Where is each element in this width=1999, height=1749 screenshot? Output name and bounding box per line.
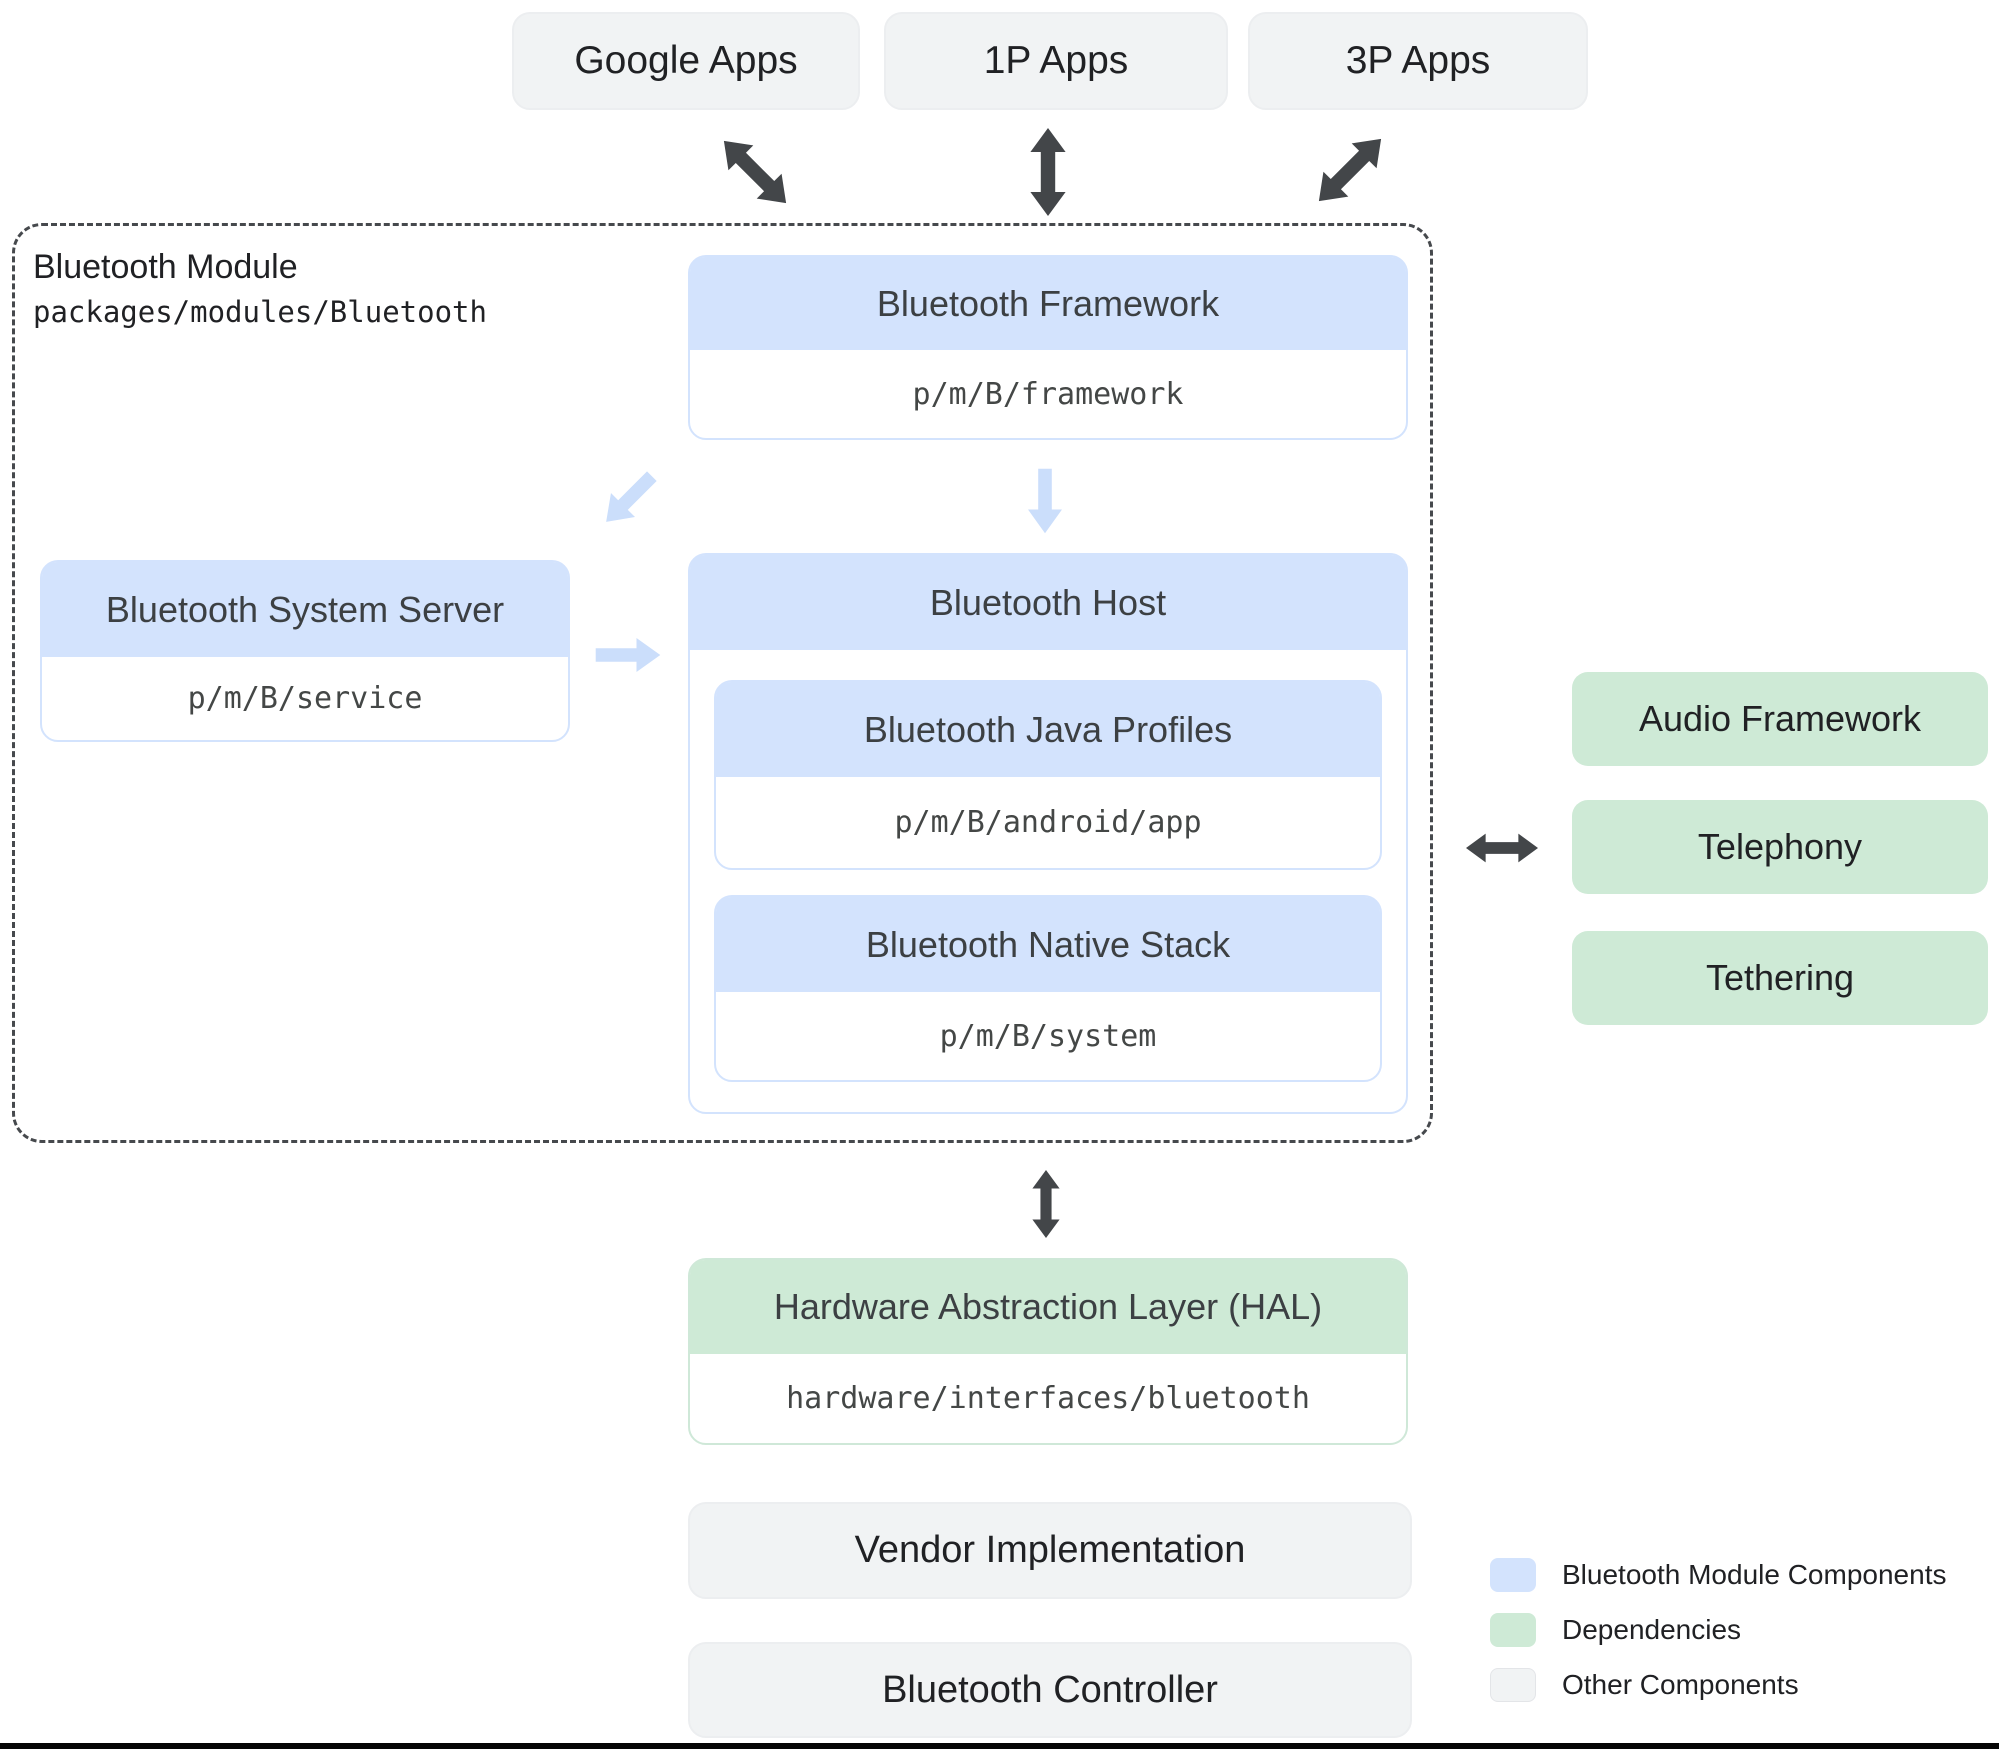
- bluetooth-module-heading: Bluetooth Module packages/modules/Blueto…: [33, 246, 487, 329]
- bluetooth-framework-path: p/m/B/framework: [912, 376, 1184, 412]
- bluetooth-host-box: Bluetooth Host Bluetooth Java Profiles p…: [688, 553, 1408, 1114]
- dep-box-telephony: Telephony: [1572, 800, 1988, 894]
- dep-box-tethering-label: Tethering: [1705, 957, 1855, 998]
- bluetooth-system-server-title: Bluetooth System Server: [42, 562, 568, 657]
- app-box-3p-apps: 3P Apps: [1248, 12, 1588, 110]
- legend-item-module-components: Bluetooth Module Components: [1490, 1558, 1946, 1592]
- legend-label-module-components: Bluetooth Module Components: [1562, 1559, 1947, 1590]
- vendor-implementation-label: Vendor Implementation: [854, 1529, 1246, 1571]
- 1p-apps-module-arrow-icon: [1030, 128, 1066, 216]
- bluetooth-native-stack-title: Bluetooth Native Stack: [716, 897, 1380, 992]
- bluetooth-framework-title: Bluetooth Framework: [690, 257, 1406, 350]
- bluetooth-system-server-box: Bluetooth System Server p/m/B/service: [40, 560, 570, 742]
- dep-box-audio-framework: Audio Framework: [1572, 672, 1988, 766]
- bluetooth-native-stack-path: p/m/B/system: [939, 1018, 1157, 1054]
- dep-box-tethering: Tethering: [1572, 931, 1988, 1025]
- dep-box-telephony-label: Telephony: [1697, 826, 1863, 867]
- legend-item-other-components: Other Components: [1490, 1668, 1799, 1702]
- bluetooth-java-profiles-path: p/m/B/android/app: [894, 805, 1202, 840]
- legend-swatch-module-components: [1490, 1558, 1536, 1592]
- bluetooth-controller-label: Bluetooth Controller: [882, 1668, 1218, 1711]
- bluetooth-module-path: packages/modules/Bluetooth: [33, 294, 487, 329]
- legend-item-dependencies: Dependencies: [1490, 1613, 1741, 1647]
- bottom-edge-bar: [0, 1743, 1999, 1749]
- legend-label-other-components: Other Components: [1562, 1669, 1799, 1700]
- 3p-apps-module-arrow-icon: [1306, 126, 1394, 214]
- system-server-to-host-arrow-icon: [592, 638, 664, 672]
- module-dependencies-arrow-icon: [1466, 831, 1538, 865]
- module-hal-arrow-icon: [1029, 1170, 1063, 1238]
- framework-to-host-arrow-icon: [1028, 465, 1062, 537]
- legend-swatch-dependencies: [1490, 1613, 1536, 1647]
- app-box-1p-apps: 1P Apps: [884, 12, 1228, 110]
- dep-box-audio-framework-label: Audio Framework: [1638, 698, 1922, 739]
- legend-label-dependencies: Dependencies: [1562, 1614, 1742, 1645]
- bluetooth-module-title: Bluetooth Module: [33, 248, 298, 286]
- legend-swatch-other-components: [1490, 1668, 1536, 1702]
- hal-box: Hardware Abstraction Layer (HAL) hardwar…: [688, 1258, 1408, 1445]
- bluetooth-java-profiles-title: Bluetooth Java Profiles: [716, 682, 1380, 777]
- bluetooth-host-title: Bluetooth Host: [690, 555, 1406, 650]
- google-apps-module-arrow-icon: [711, 128, 799, 216]
- bluetooth-framework-box: Bluetooth Framework p/m/B/framework: [688, 255, 1408, 440]
- hal-title: Hardware Abstraction Layer (HAL): [690, 1260, 1406, 1354]
- app-box-google-apps-label: Google Apps: [574, 39, 798, 82]
- bluetooth-module-container: [12, 223, 1433, 1143]
- vendor-implementation-box: Vendor Implementation: [688, 1502, 1412, 1599]
- bluetooth-system-server-path: p/m/B/service: [187, 681, 423, 716]
- framework-to-system-server-arrow-icon: [592, 462, 667, 537]
- bluetooth-java-profiles-box: Bluetooth Java Profiles p/m/B/android/ap…: [714, 680, 1382, 870]
- hal-path: hardware/interfaces/bluetooth: [786, 1381, 1310, 1416]
- bluetooth-native-stack-box: Bluetooth Native Stack p/m/B/system: [714, 895, 1382, 1082]
- bluetooth-controller-box: Bluetooth Controller: [688, 1642, 1412, 1738]
- app-box-3p-apps-label: 3P Apps: [1345, 39, 1491, 82]
- app-box-1p-apps-label: 1P Apps: [983, 39, 1129, 82]
- app-box-google-apps: Google Apps: [512, 12, 860, 110]
